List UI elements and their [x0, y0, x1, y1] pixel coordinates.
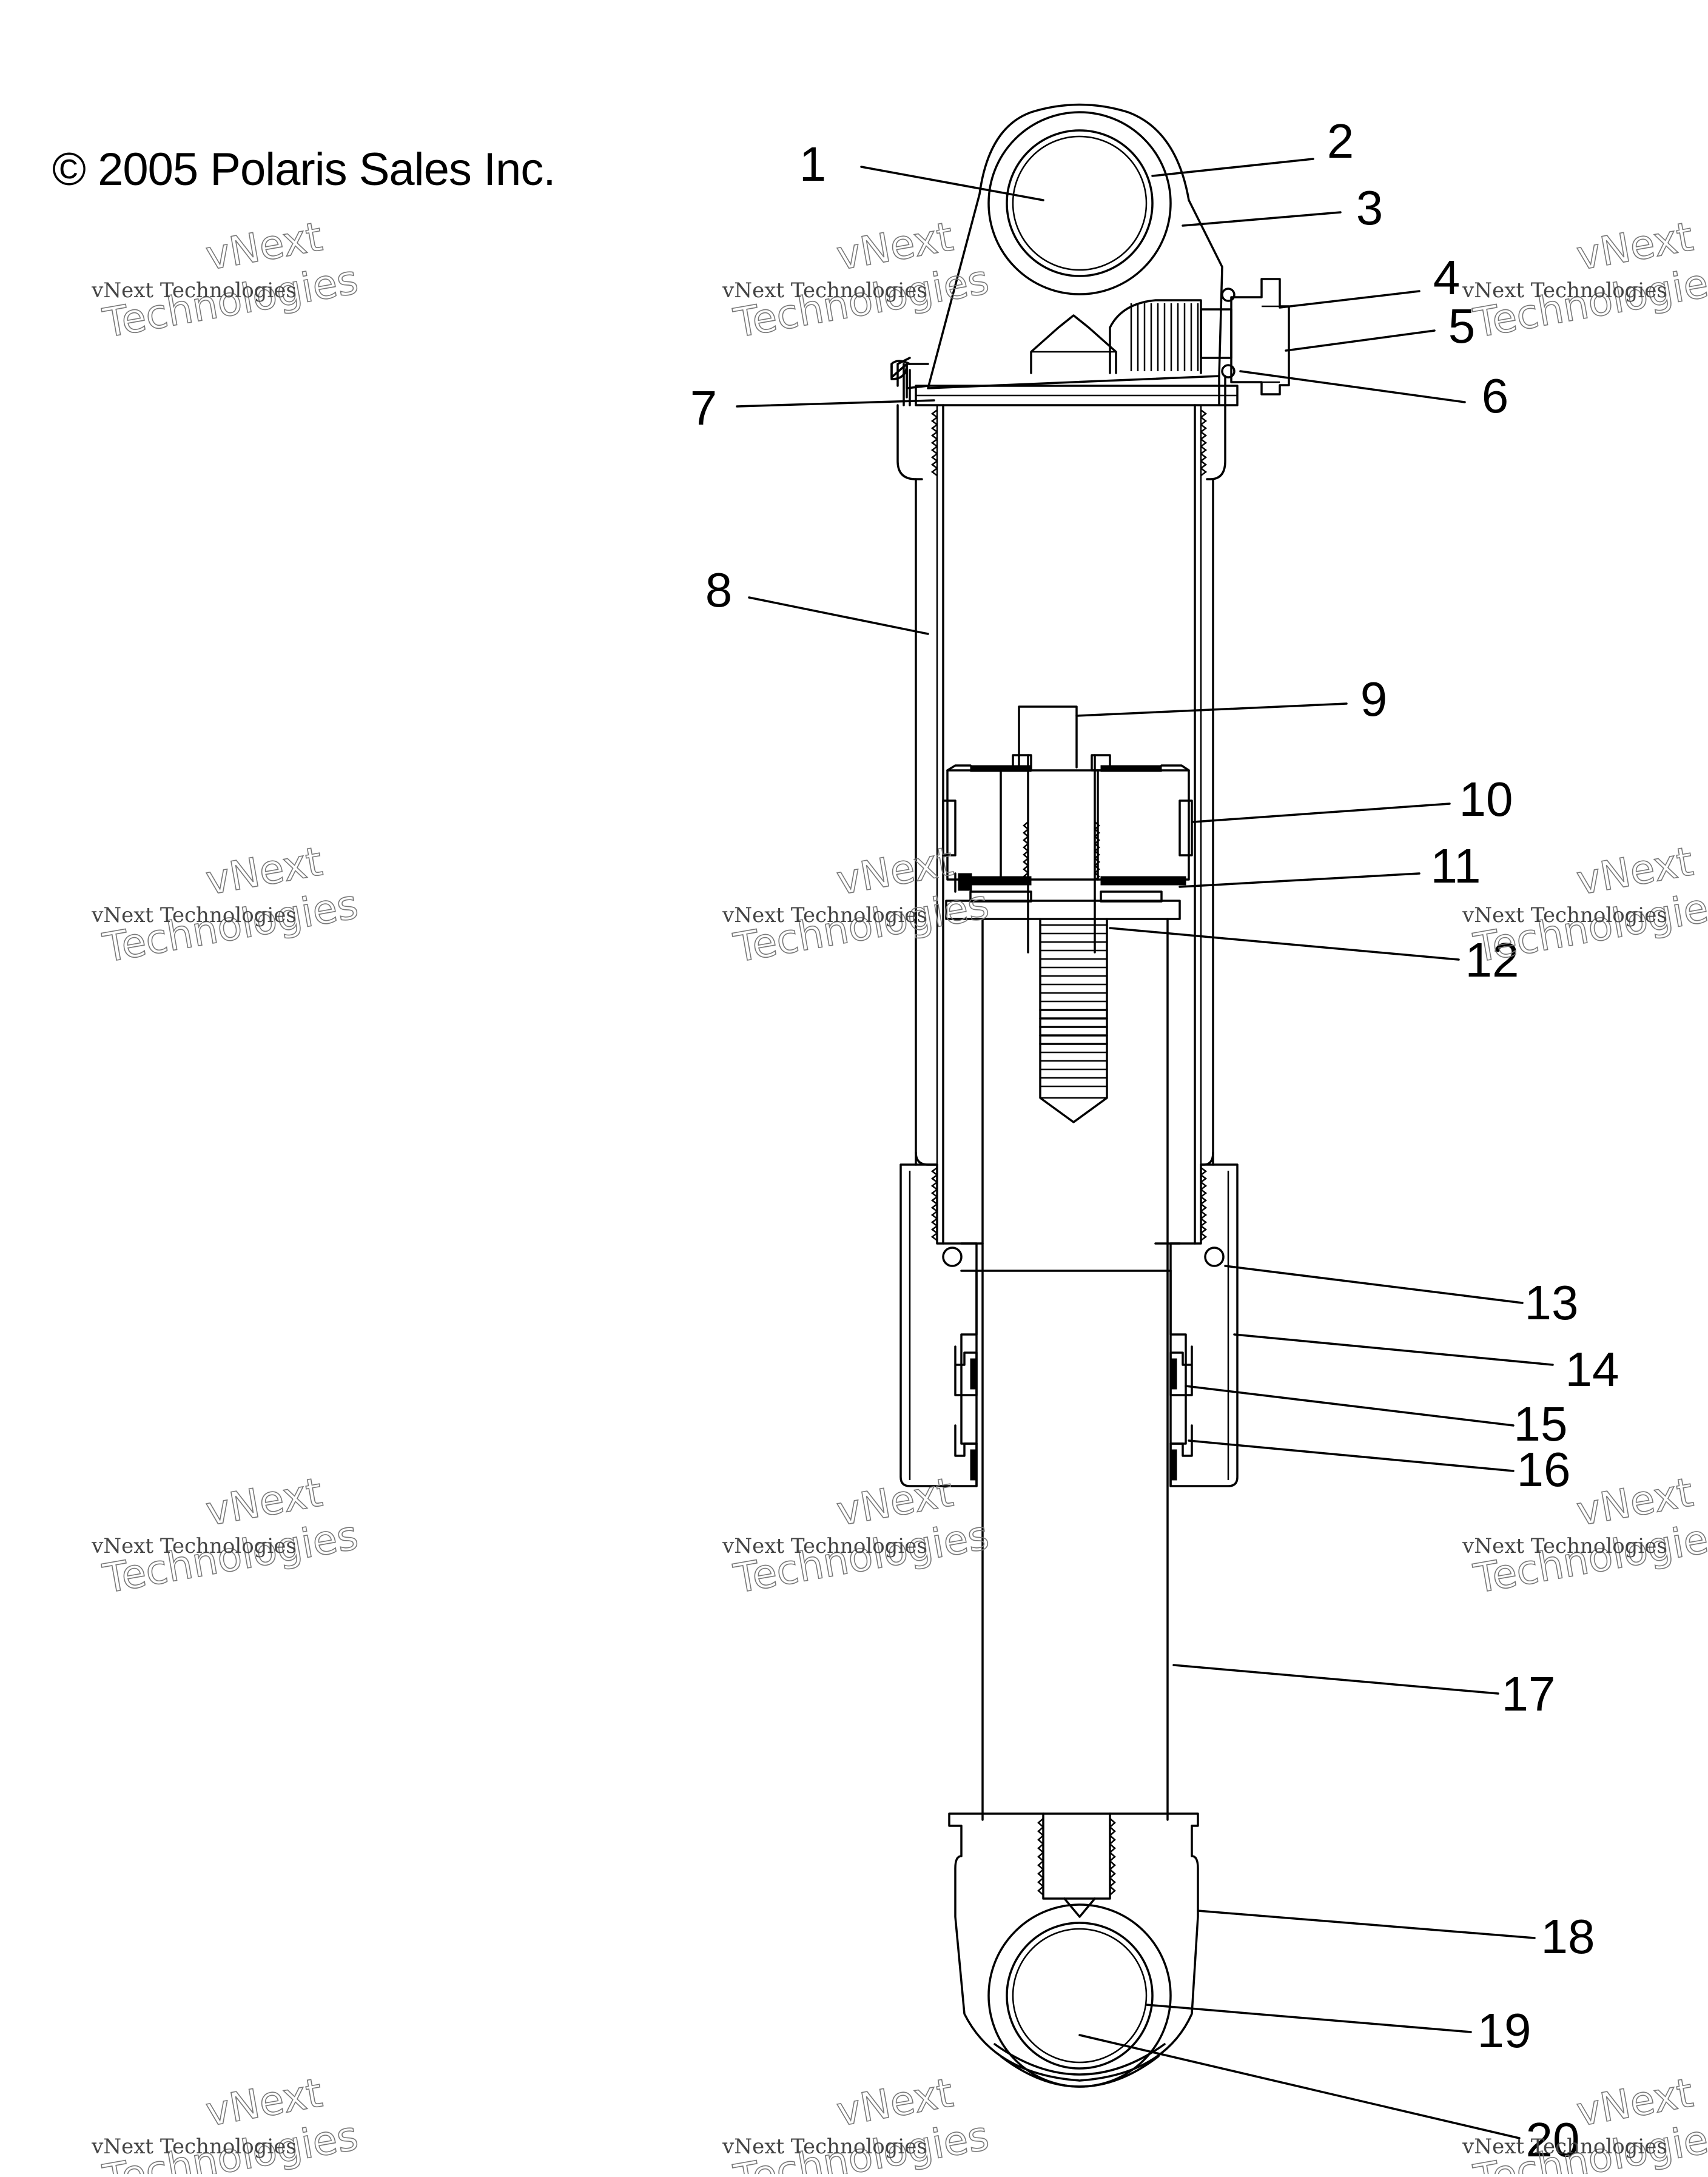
callout-leader-5: [1285, 329, 1436, 352]
watermark-small: vNext Technologies: [1462, 903, 1667, 927]
callout-label-5: 5: [1448, 299, 1476, 353]
adjuster-valve: [1109, 278, 1290, 395]
watermark-small: vNext Technologies: [1462, 2135, 1667, 2159]
callout-leader-17: [1172, 1664, 1499, 1695]
bottom-eyelet: [948, 1812, 1199, 2088]
callout-label-8: 8: [705, 563, 733, 617]
callout-label-13: 13: [1525, 1276, 1579, 1330]
watermark-small: vNext Technologies: [722, 2135, 927, 2159]
callout-label-17: 17: [1502, 1667, 1556, 1721]
callout-leader-15: [1185, 1385, 1515, 1427]
callout-leader-8: [748, 596, 929, 635]
body-cap: [890, 357, 1239, 1245]
callout-label-15: 15: [1514, 1397, 1568, 1451]
piston-assembly: [942, 705, 1193, 1123]
watermark-small: vNext Technologies: [1462, 278, 1667, 303]
callout-leader-14: [1233, 1333, 1554, 1366]
callout-label-6: 6: [1482, 369, 1509, 423]
seal-head: [899, 1163, 1239, 1487]
callout-label-20: 20: [1526, 2113, 1580, 2167]
callout-label-12: 12: [1465, 933, 1519, 987]
shaft: [981, 918, 1169, 1821]
watermark-small: vNext Technologies: [91, 2135, 297, 2159]
callout-leader-18: [1197, 1910, 1536, 1939]
watermark-small: vNext Technologies: [722, 903, 927, 927]
top-eyelet: [927, 103, 1223, 389]
watermark-small: vNext Technologies: [1462, 1534, 1667, 1558]
callout-label-11: 11: [1430, 839, 1481, 893]
callout-leader-10: [1192, 802, 1451, 823]
watermark-small: vNext Technologies: [722, 1534, 927, 1558]
callout-leader-20: [1078, 2034, 1521, 2139]
callout-label-7: 7: [690, 381, 718, 435]
callout-label-19: 19: [1478, 2004, 1531, 2058]
callout-leader-11: [1178, 872, 1421, 888]
callout-leader-9: [1075, 702, 1348, 717]
callout-label-4: 4: [1433, 251, 1461, 305]
callout-leader-16: [1188, 1439, 1515, 1472]
callout-leader-3: [1182, 211, 1342, 227]
callout-label-18: 18: [1541, 1910, 1595, 1963]
watermark-small: vNext Technologies: [91, 1534, 297, 1558]
callout-label-2: 2: [1327, 114, 1354, 168]
callout-label-14: 14: [1565, 1342, 1619, 1396]
callout-label-9: 9: [1360, 672, 1388, 726]
callout-leader-4: [1279, 290, 1421, 309]
copyright-notice: © 2005 Polaris Sales Inc.: [52, 144, 556, 195]
callout-label-10: 10: [1459, 772, 1513, 826]
callout-label-1: 1: [799, 137, 827, 191]
callout-leader-13: [1224, 1265, 1524, 1304]
callout-label-3: 3: [1356, 181, 1384, 235]
callout-leader-2: [1151, 158, 1314, 177]
callout-leader-6: [1239, 370, 1466, 403]
callout-leader-12: [1109, 927, 1460, 961]
callout-leader-1: [860, 166, 1044, 201]
watermark-small: vNext Technologies: [91, 903, 297, 927]
callout-leader-7: [736, 399, 935, 408]
callout-leader-19: [1145, 2004, 1472, 2033]
watermark-small: vNext Technologies: [722, 278, 927, 303]
callout-label-16: 16: [1517, 1442, 1571, 1496]
watermark-small: vNext Technologies: [91, 278, 297, 303]
